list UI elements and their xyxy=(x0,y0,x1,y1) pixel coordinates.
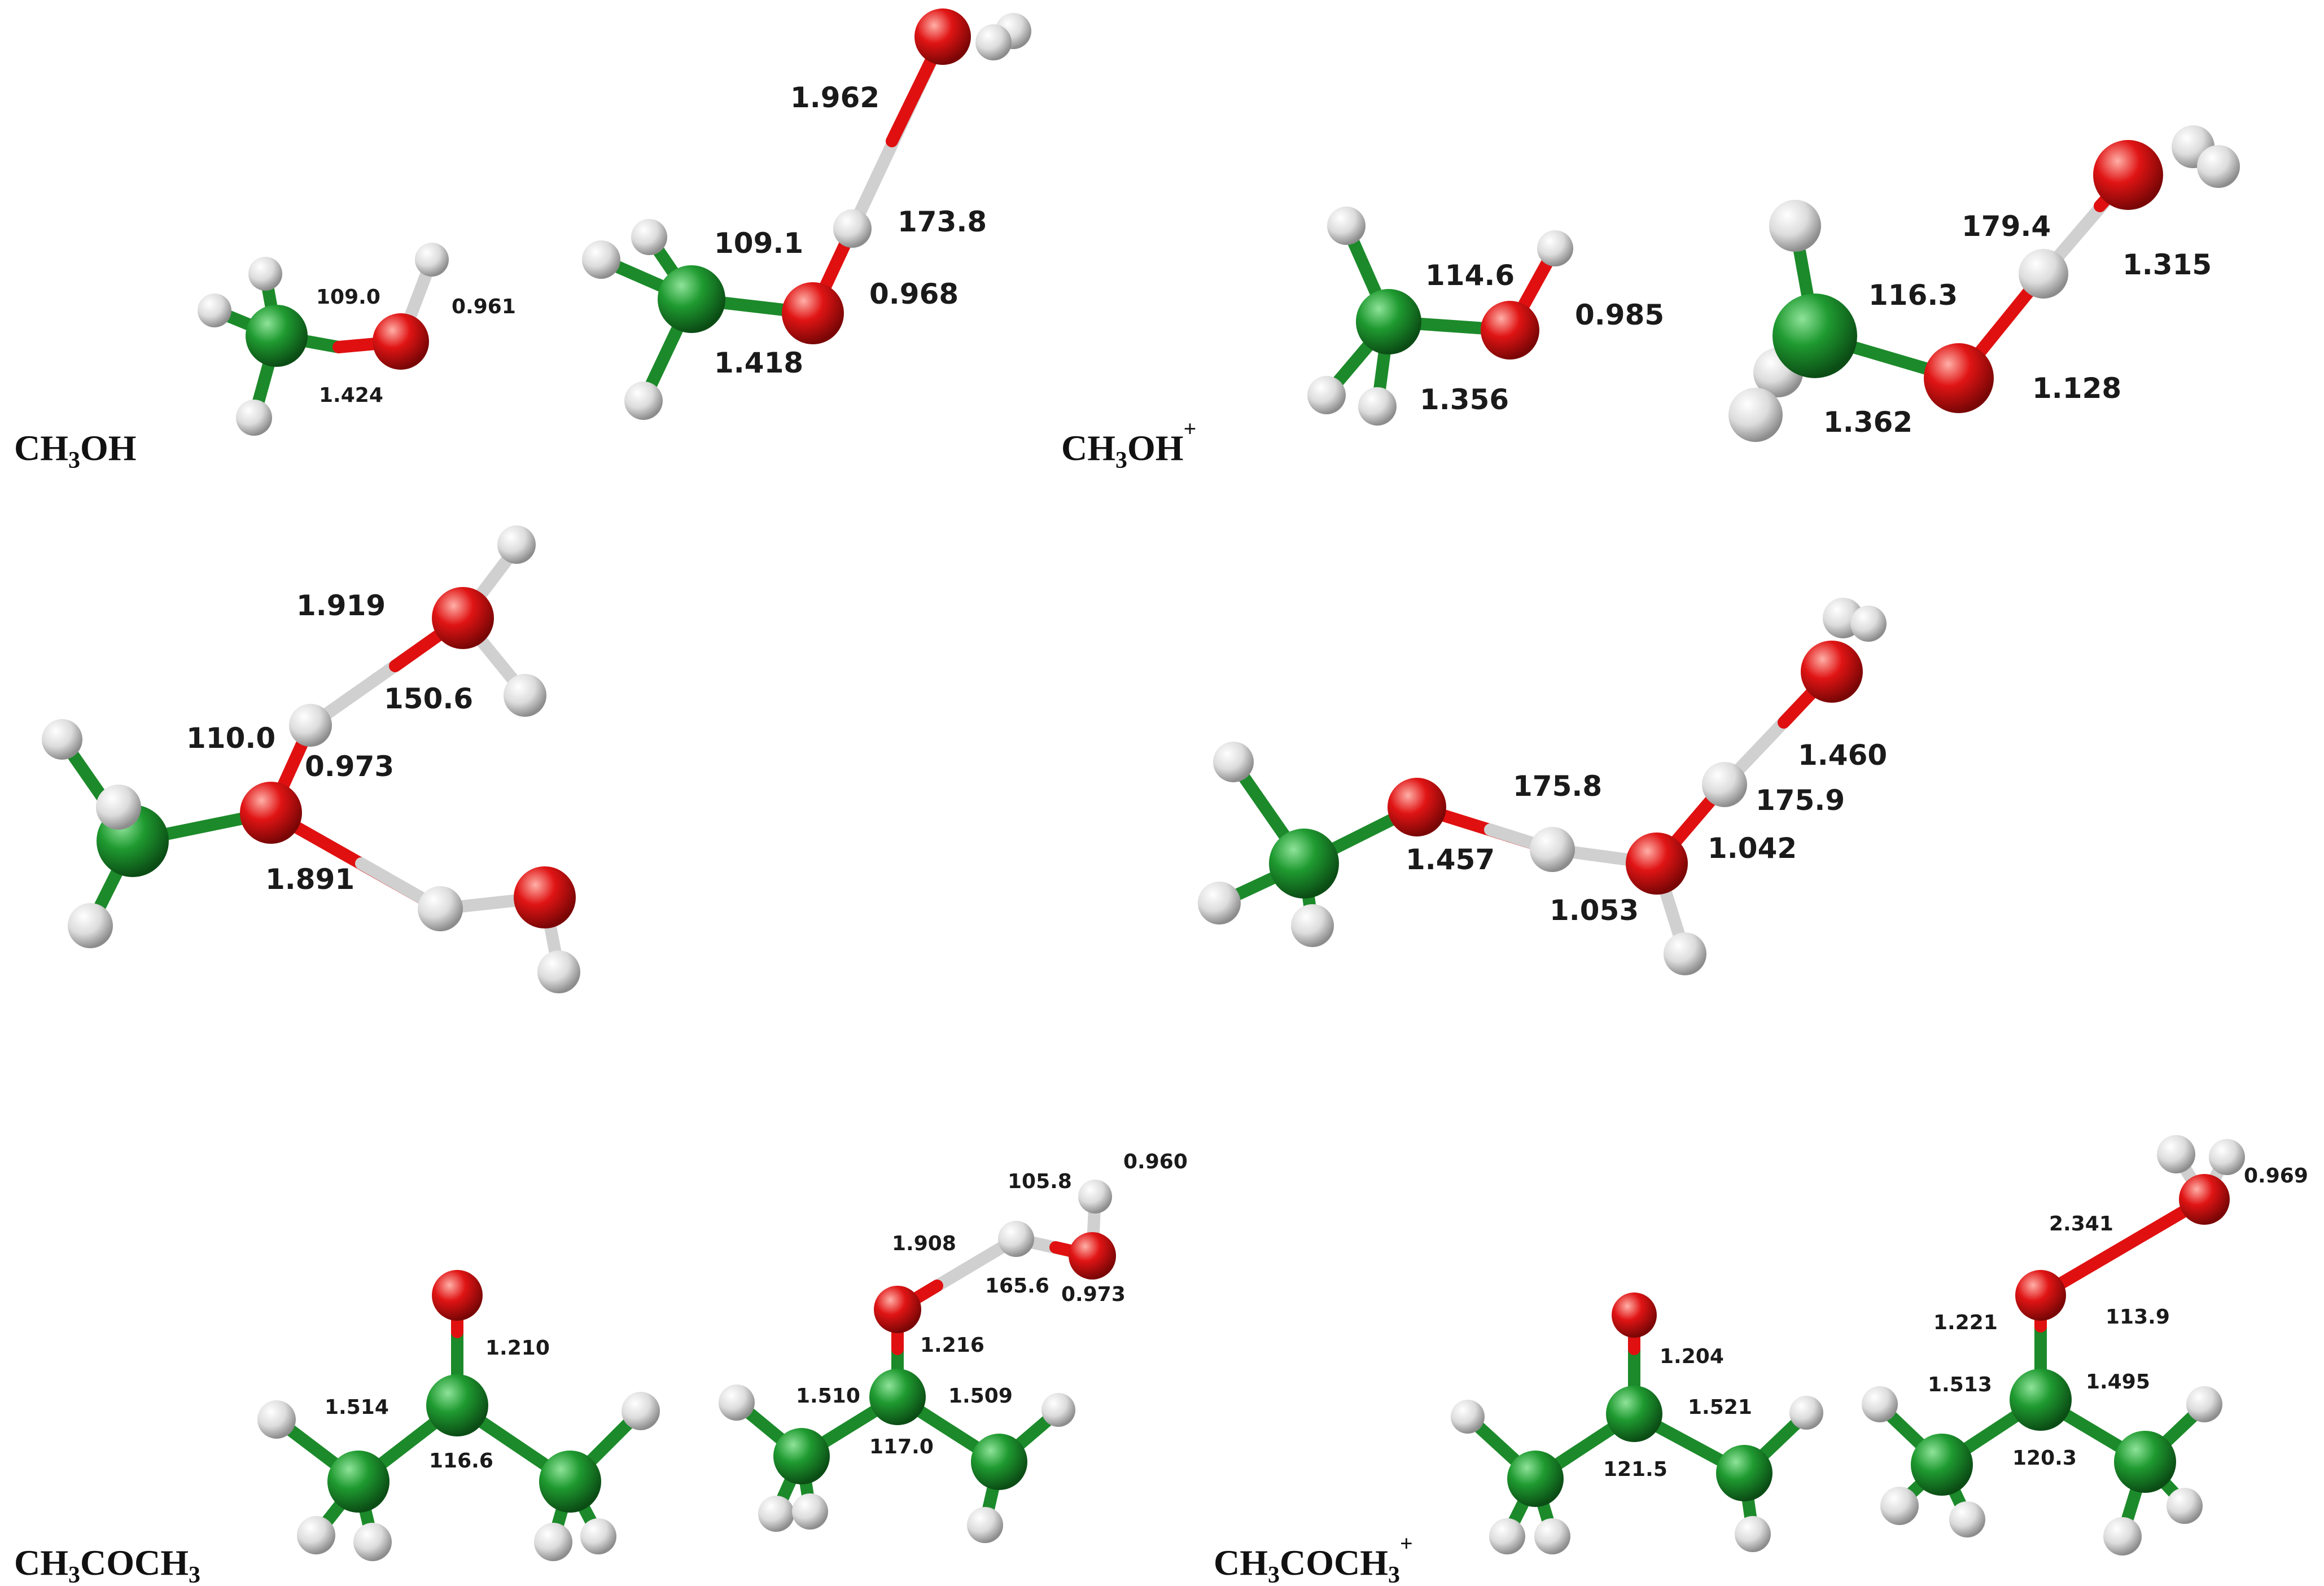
acetone-cation-water-cc-left: 1.513 xyxy=(1928,1373,1992,1396)
methanol-cation-molecule xyxy=(1307,207,1573,426)
methanol-angle: 109.0 xyxy=(316,286,380,309)
methanol-cation-two-water-complex xyxy=(1198,598,1887,975)
acetone-cation-cc-bond: 1.521 xyxy=(1688,1396,1752,1419)
acetone-label: CH3COCH3 xyxy=(14,1543,200,1586)
methanol-water-angle: 109.1 xyxy=(714,227,803,260)
methanol-oh-bond: 0.961 xyxy=(452,295,516,318)
methanol-co-bond: 1.424 xyxy=(319,384,383,407)
methanol-cation-two-water-hbond-top: 1.460 xyxy=(1798,739,1887,772)
acetone-water-cc-left: 1.510 xyxy=(796,1385,860,1408)
methanol-two-water-complex xyxy=(42,525,580,993)
methanol-cation-two-water-co-bond: 1.457 xyxy=(1406,843,1495,876)
methanol-cation-water-co-bond: 1.362 xyxy=(1823,406,1912,439)
methanol-cation-water-angle-top: 179.4 xyxy=(1962,210,2051,243)
acetone-molecule xyxy=(257,1270,660,1561)
acetone-water-oh-bond: 0.960 xyxy=(1123,1150,1188,1173)
methanol-cation-two-water-angle-mid: 175.8 xyxy=(1513,770,1602,803)
methanol-cation-water-complex xyxy=(1728,125,2240,442)
methanol-two-water-hbond-bottom: 1.891 xyxy=(265,863,354,896)
methanol-water-complex xyxy=(582,8,1031,420)
acetone-cation-water-hbond: 2.341 xyxy=(2049,1212,2113,1235)
acetone-water-hbond-angle: 165.6 xyxy=(985,1274,1049,1298)
methanol-water-hbond: 1.962 xyxy=(790,81,879,114)
methanol-molecule xyxy=(198,243,449,436)
methanol-water-co-bond: 1.418 xyxy=(714,347,803,379)
acetone-water-hoh-angle: 105.8 xyxy=(1008,1170,1072,1193)
acetone-cation-co-bond: 1.204 xyxy=(1660,1345,1724,1368)
acetone-water-complex xyxy=(719,1180,1116,1543)
acetone-water-hbond: 1.908 xyxy=(892,1232,956,1255)
methanol-cation-co-bond: 1.356 xyxy=(1420,383,1509,416)
methanol-cation-water-oh-bond: 1.128 xyxy=(2032,372,2121,405)
methanol-cation-two-water-angle-right: 175.9 xyxy=(1756,784,1845,817)
methanol-water-oh-bond: 0.968 xyxy=(869,278,959,310)
acetone-cation-molecule xyxy=(1451,1293,1823,1554)
acetone-cc-bond: 1.514 xyxy=(325,1396,389,1419)
methanol-two-water-angle: 110.0 xyxy=(186,722,275,755)
acetone-cation-water-co-bond: 1.221 xyxy=(1933,1311,1998,1334)
acetone-cation-water-cc-right: 1.495 xyxy=(2086,1370,2150,1394)
methanol-two-water-oh-bond: 0.973 xyxy=(305,750,394,783)
acetone-water-cc-right: 1.509 xyxy=(948,1385,1013,1408)
acetone-cation-angle: 121.5 xyxy=(1603,1458,1667,1481)
methanol-cation-oh-bond: 0.985 xyxy=(1575,299,1664,331)
methanol-label: CH3OH xyxy=(14,428,137,474)
methanol-cation-water-angle: 116.3 xyxy=(1868,279,1958,312)
acetone-water-co-bond: 1.216 xyxy=(920,1334,984,1357)
methanol-cation-two-water-bond-right: 1.042 xyxy=(1708,832,1797,865)
acetone-cation-water-angle-o: 113.9 xyxy=(2106,1305,2170,1329)
methanol-two-water-hbond-angle: 150.6 xyxy=(384,682,473,715)
acetone-cation-water-complex xyxy=(1862,1135,2245,1556)
acetone-water-angle: 117.0 xyxy=(869,1435,934,1458)
acetone-co-bond: 1.210 xyxy=(485,1337,550,1360)
acetone-cation-water-angle: 120.3 xyxy=(2012,1447,2077,1470)
methanol-cation-two-water-bond-mid: 1.053 xyxy=(1550,894,1639,927)
acetone-angle: 116.6 xyxy=(429,1449,493,1473)
methanol-two-water-hbond-top: 1.919 xyxy=(296,589,386,622)
methanol-cation-water-hbond: 1.315 xyxy=(2122,248,2212,281)
acetone-water-water-oh: 0.973 xyxy=(1061,1283,1126,1306)
acetone-cation-label: CH3COCH3+ xyxy=(1214,1531,1413,1586)
acetone-cation-water-oh-bond: 0.969 xyxy=(2244,1164,2308,1188)
methanol-water-hbond-angle: 173.8 xyxy=(898,205,987,238)
methanol-cation-label: CH3OH+ xyxy=(1061,416,1196,474)
methanol-cation-angle: 114.6 xyxy=(1425,259,1515,292)
